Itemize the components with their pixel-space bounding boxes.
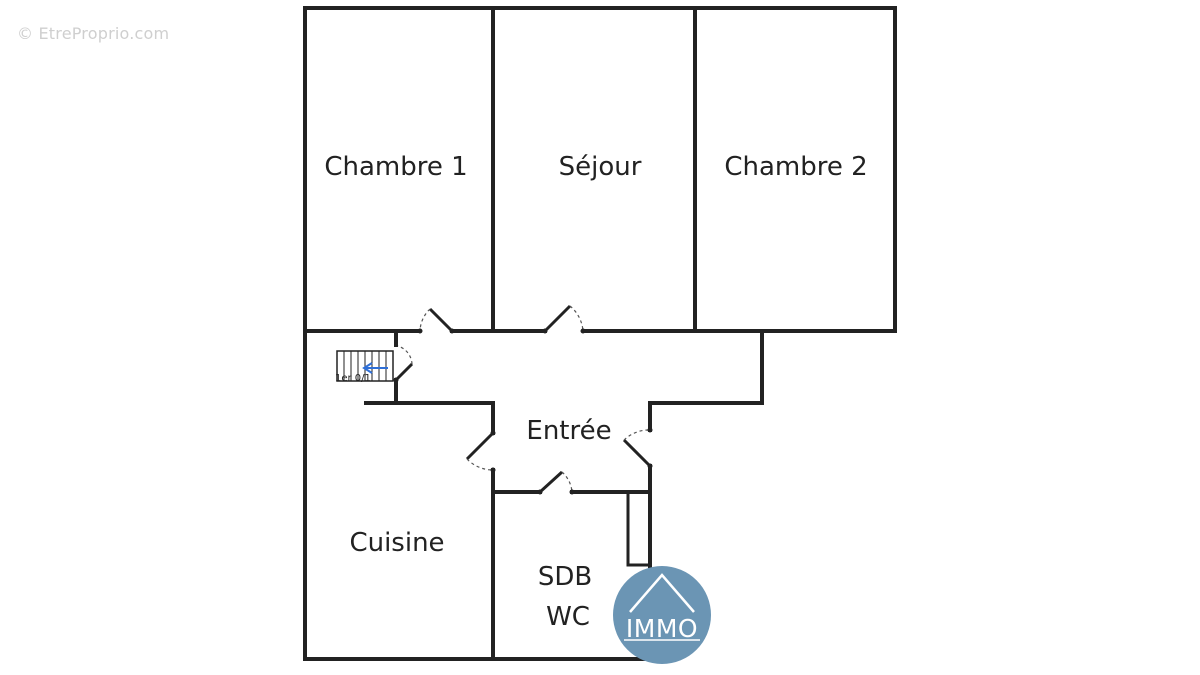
doors (393, 304, 653, 495)
logo-roof-icon (629, 573, 695, 613)
room-label-chambre-1: Chambre 1 (324, 152, 467, 182)
room-label-wc: WC (546, 602, 590, 632)
door-chambre-1 (417, 307, 455, 334)
door-sejour (542, 304, 586, 334)
door-stairs (393, 345, 414, 383)
stair-arrow-icon (362, 362, 388, 374)
watermark-text: © EtreProprio.com (17, 24, 170, 43)
door-right (622, 427, 653, 469)
walls (303, 6, 897, 661)
stair-label: 1er 0/1 (335, 373, 371, 384)
room-label-cuisine: Cuisine (349, 528, 444, 558)
room-labels: Chambre 1 Séjour Chambre 2 Entrée Cuisin… (324, 152, 867, 632)
logo-text: IMMO (626, 614, 698, 643)
room-label-chambre-2: Chambre 2 (724, 152, 867, 182)
door-cuisine (465, 430, 496, 473)
room-label-entree: Entrée (526, 416, 611, 446)
room-label-sejour: Séjour (559, 152, 642, 182)
immo-logo: IMMO (613, 566, 711, 664)
staircase: 1er 0/1 (335, 350, 394, 384)
door-sdb (537, 470, 575, 495)
sdb-cabinet (626, 490, 652, 567)
room-label-sdb: SDB (538, 562, 592, 592)
